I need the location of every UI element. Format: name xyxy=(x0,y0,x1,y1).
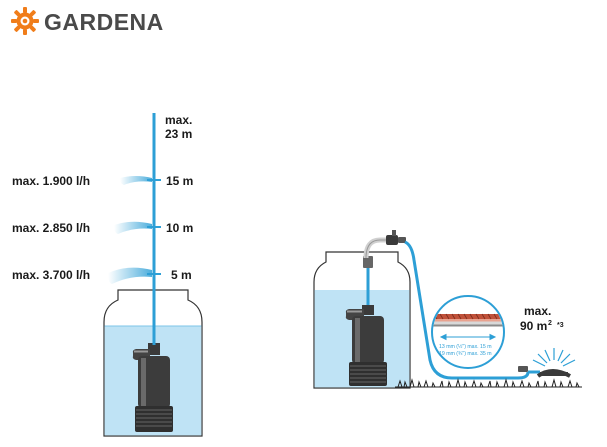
area-label-exponent: 2 xyxy=(548,320,552,327)
hose-spec-line2: 19 mm (¾") max. 35 m xyxy=(439,351,492,357)
water-jet-10m xyxy=(114,221,152,234)
water-jets xyxy=(108,176,152,284)
pressure-height-diagram: max. 23 m 15 m 10 m 5 m max. 1.900 l/h m… xyxy=(12,113,203,437)
gardena-logo: GARDENA xyxy=(11,7,164,35)
hose-spec-line1: 13 mm (½") max. 15 m xyxy=(439,343,492,350)
submersible-pump-icon xyxy=(345,305,387,386)
submersible-pump-icon xyxy=(132,343,173,432)
max-height-label-line1: max. xyxy=(165,113,192,127)
hose-connector-icon xyxy=(363,230,406,259)
flow-label-15m: max. 1.900 l/h xyxy=(12,174,90,188)
grass-ground xyxy=(395,378,582,388)
sprinkler-icon xyxy=(518,348,576,378)
height-label-5m: 5 m xyxy=(171,268,192,282)
height-label-15m: 15 m xyxy=(166,174,193,188)
area-label-line1: max. xyxy=(524,304,551,318)
length-arrow-icon xyxy=(439,333,497,341)
flow-label-10m: max. 2.850 l/h xyxy=(12,221,90,235)
irrigation-diagram: 13 mm (½") max. 15 m 19 mm (¾") max. 35 … xyxy=(313,230,582,389)
water-jet-15m xyxy=(120,176,152,185)
sun-logo-icon xyxy=(11,7,39,35)
area-label-value: 90 m xyxy=(520,319,547,333)
flow-label-5m: max. 3.700 l/h xyxy=(12,268,90,282)
hose-magnifier: 13 mm (½") max. 15 m 19 mm (¾") max. 35 … xyxy=(431,295,505,369)
area-label-footnote: *3 xyxy=(557,322,564,329)
height-label-10m: 10 m xyxy=(166,221,193,235)
water-jet-5m xyxy=(108,267,152,284)
brand-name: GARDENA xyxy=(44,9,164,35)
garden-hose xyxy=(404,240,530,380)
max-height-label-line2: 23 m xyxy=(165,127,192,141)
